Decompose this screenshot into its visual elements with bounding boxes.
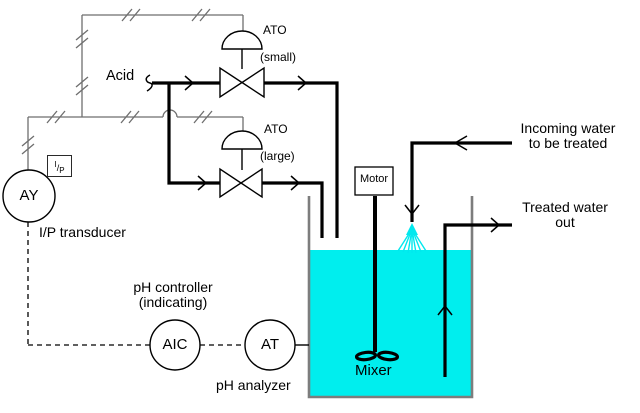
mixer-label: Mixer: [355, 362, 392, 379]
ip-symbol-slash: /: [56, 163, 60, 173]
arrow-left-incoming: [453, 135, 468, 151]
arrow-right-large-outlet: [290, 175, 301, 191]
ip-symbol-denominator: P: [59, 166, 65, 175]
tank-walls: [307, 196, 474, 399]
valve-body-left-large: [219, 167, 243, 199]
transducer-bubble: [2, 169, 56, 223]
treated-water-caption-line2: out: [555, 214, 575, 230]
valve-small-size-label: (small): [260, 50, 296, 64]
spray-apex: [406, 223, 418, 235]
ato-small-label: ATO: [263, 23, 287, 37]
large-valve-outlet-pipe: [262, 181, 324, 238]
analyzer-caption: pH analyzer: [216, 377, 291, 393]
ip-symbol-box: I/P: [47, 155, 72, 177]
treated-water-caption-line1: Treated water: [522, 199, 608, 215]
controller-caption-line1: pH controller: [133, 279, 213, 295]
arrow-up-treated: [437, 304, 453, 316]
valve-actuator-dome-large: [221, 130, 263, 150]
treated-water-caption: Treated water out: [505, 200, 625, 230]
incoming-water-caption-line2: to be treated: [528, 135, 608, 151]
electric-signal-lines: [27, 222, 245, 346]
incoming-water-pipe: [410, 141, 512, 222]
analyzer-tag: AT: [260, 336, 280, 353]
analyzer-bubble: [244, 319, 296, 371]
controller-caption-line2: (indicating): [138, 294, 208, 310]
process-pipes: [152, 81, 512, 377]
small-valve-outlet-pipe: [264, 81, 339, 238]
ato-large-label: ATO: [264, 122, 288, 136]
controller-tag: AIC: [162, 336, 188, 353]
transducer-tag: AY: [19, 187, 39, 204]
arrow-right-large-inlet: [197, 175, 208, 191]
controller-bubble: [149, 319, 201, 371]
arrow-right-small-outlet: [297, 75, 308, 91]
control-valve-large: [219, 130, 263, 199]
arrow-down-incoming: [404, 204, 420, 216]
acid-label: Acid: [106, 68, 135, 84]
valve-body-right-small: [240, 66, 265, 99]
arrow-right-small-inlet: [184, 75, 195, 91]
controller-caption: pH controller (indicating): [118, 280, 228, 310]
valve-body-left-small: [219, 66, 244, 99]
acid-source-break: [145, 74, 153, 92]
acid-branch-pipe: [167, 82, 220, 185]
ip-symbol-numerator: I: [54, 160, 57, 169]
valve-body-right-large: [239, 167, 263, 199]
incoming-water-caption: Incoming water to be treated: [503, 121, 633, 151]
transducer-caption: I/P transducer: [39, 224, 126, 240]
flow-arrows: [184, 75, 501, 316]
treated-water-pipe: [443, 223, 512, 377]
valve-actuator-dome-small: [221, 30, 263, 50]
mixer-propeller-icon: [354, 350, 400, 362]
valve-large-size-label: (large): [260, 149, 295, 163]
motor-label: Motor: [359, 173, 389, 185]
motor-box: [354, 166, 394, 196]
control-valve-small: [219, 30, 265, 99]
pneumatic-signal-lines: [21, 8, 244, 170]
incoming-water-caption-line1: Incoming water: [520, 120, 616, 136]
arrow-right-treated: [490, 217, 501, 233]
